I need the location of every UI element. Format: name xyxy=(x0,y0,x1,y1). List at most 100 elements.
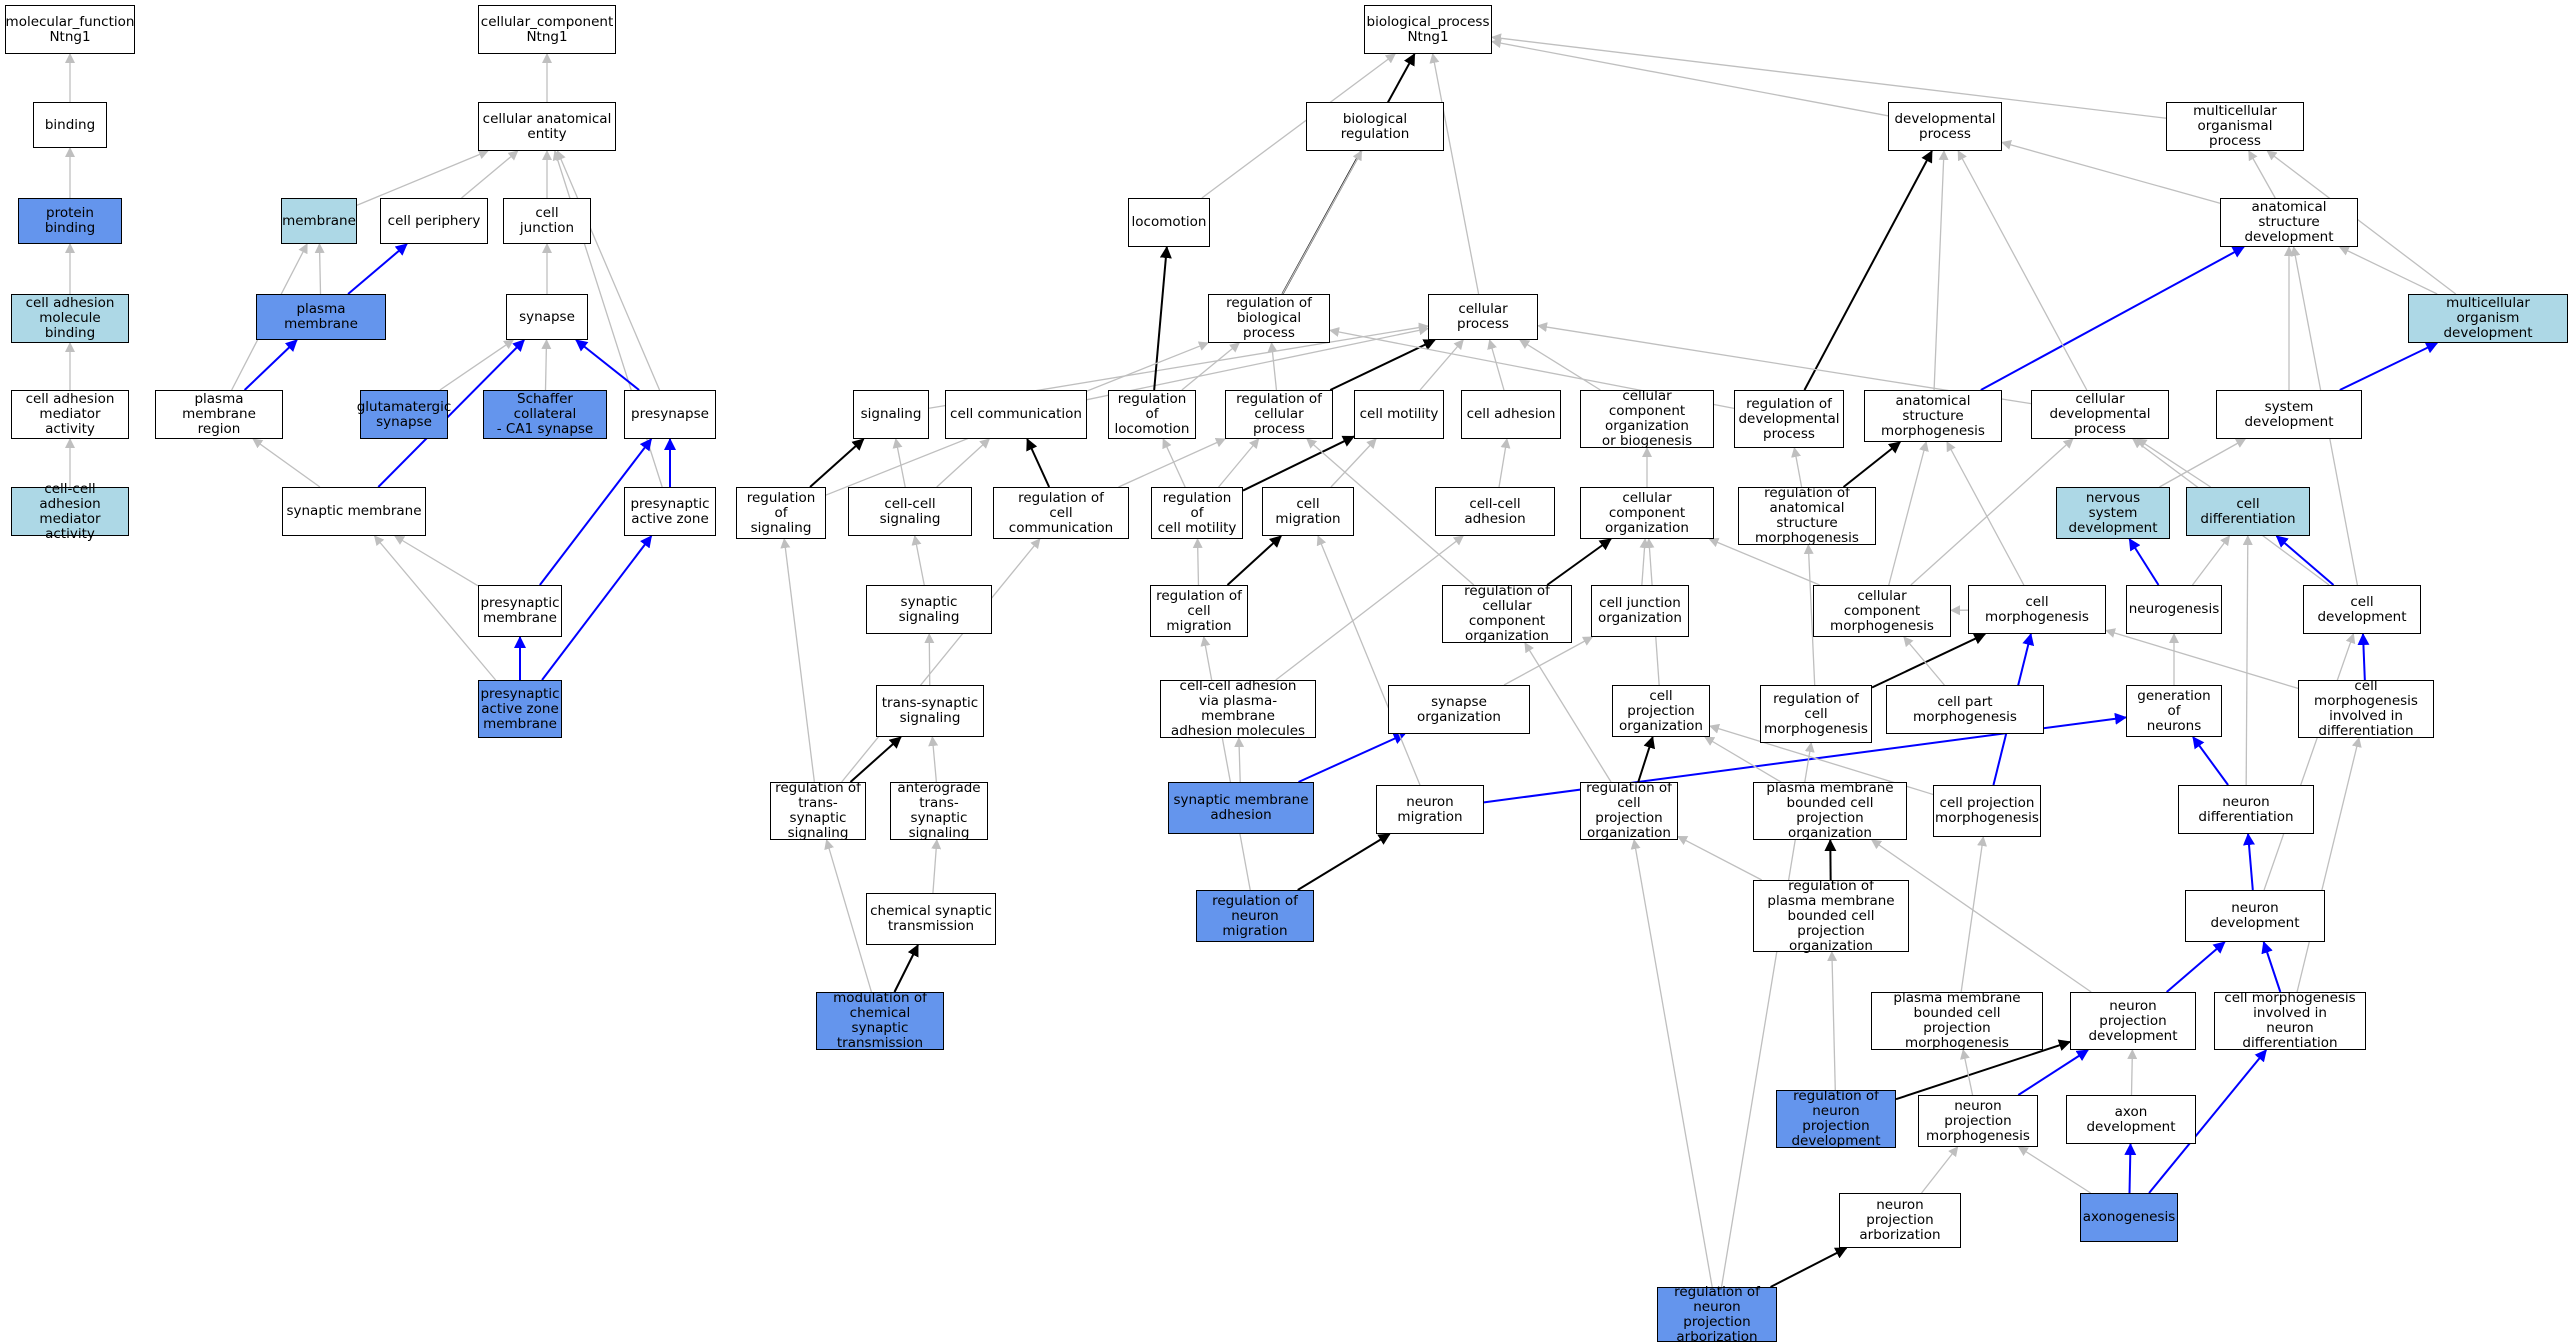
edge-presyn-to-synapse xyxy=(575,339,640,391)
go-term-node-signaling[interactable]: signaling xyxy=(853,390,929,439)
go-term-node-plasmem[interactable]: plasma membrane xyxy=(256,294,386,340)
go-term-node-cama[interactable]: cell adhesion mediator activity xyxy=(11,390,129,439)
go-term-node-cst[interactable]: chemical synaptic transmission xyxy=(866,893,996,945)
go-term-node-ccsig[interactable]: cell-cell signaling xyxy=(848,487,972,536)
go-term-node-synmem[interactable]: synaptic membrane xyxy=(282,487,426,536)
go-term-node-modcst[interactable]: modulation of chemical synaptic transmis… xyxy=(816,991,944,1051)
go-term-node-neurdiff[interactable]: neuron differentiation xyxy=(2178,785,2314,834)
go-term-node-presynmem[interactable]: presynaptic membrane xyxy=(478,585,562,637)
go-term-node-regloco[interactable]: regulation of locomotion xyxy=(1108,390,1196,439)
go-term-node-celladh[interactable]: cell adhesion xyxy=(1461,390,1561,439)
edge-ccadh-to-celladh xyxy=(1498,438,1511,488)
go-term-node-asd[interactable]: anatomical structure development xyxy=(2220,198,2358,247)
go-term-node-cc[interactable]: cellular_component Ntng1 xyxy=(478,5,616,54)
go-term-node-bioreg[interactable]: biological regulation xyxy=(1306,102,1444,151)
go-term-node-ccob[interactable]: cellular component organization or bioge… xyxy=(1580,389,1714,449)
go-term-node-pmbcpm[interactable]: plasma membrane bounded cell projection … xyxy=(1871,991,2043,1051)
edge-npd-to-neurdev xyxy=(2166,941,2226,993)
go-term-node-mod[interactable]: multicellular organism development xyxy=(2408,294,2568,343)
go-term-node-regcm[interactable]: regulation of cell motility xyxy=(1151,487,1243,539)
go-term-node-synsig[interactable]: synaptic signaling xyxy=(866,585,992,634)
go-term-node-neurdev[interactable]: neuron development xyxy=(2185,890,2325,942)
go-term-node-cellmorph[interactable]: cell morphogenesis xyxy=(1968,585,2106,634)
go-term-node-regpmbcpo[interactable]: regulation of plasma membrane bounded ce… xyxy=(1753,878,1909,953)
go-term-node-mf[interactable]: molecular_function Ntng1 xyxy=(5,5,135,54)
go-term-node-multiproc[interactable]: multicellular organismal process xyxy=(2166,102,2304,151)
edge-npm-to-npd xyxy=(2017,1049,2089,1096)
go-term-node-asm[interactable]: anatomical structure morphogenesis xyxy=(1864,390,2002,442)
go-term-node-celldiff[interactable]: cell differentiation xyxy=(2186,487,2310,536)
edge-sma-to-ccapm xyxy=(1234,737,1245,783)
go-term-node-sma[interactable]: synaptic membrane adhesion xyxy=(1168,782,1314,834)
go-term-node-regcp[interactable]: regulation of cellular process xyxy=(1225,390,1333,439)
go-term-node-regdev[interactable]: regulation of developmental process xyxy=(1734,390,1844,448)
go-term-node-cmind[interactable]: cell morphogenesis involved in neuron di… xyxy=(2214,991,2366,1051)
go-term-node-ccapm[interactable]: cell-cell adhesion via plasma-membrane a… xyxy=(1160,679,1316,739)
go-term-node-nsd[interactable]: nervous system development xyxy=(2056,487,2170,539)
go-term-node-cae[interactable]: cellular anatomical entity xyxy=(478,102,616,151)
go-term-node-pazm[interactable]: presynaptic active zone membrane xyxy=(478,680,562,738)
go-term-node-cellper[interactable]: cell periphery xyxy=(380,198,488,244)
go-term-node-devproc[interactable]: developmental process xyxy=(1888,102,2002,151)
go-term-node-cpm[interactable]: cell part morphogenesis xyxy=(1886,685,2044,734)
go-term-node-locomotion[interactable]: locomotion xyxy=(1128,198,1210,247)
go-term-node-synorg[interactable]: synapse organization xyxy=(1388,685,1530,734)
go-term-node-celldev[interactable]: cell development xyxy=(2303,585,2421,634)
go-term-node-celldevproc[interactable]: cellular developmental process xyxy=(2031,390,2169,439)
go-term-node-rbp[interactable]: regulation of biological process xyxy=(1208,294,1330,343)
go-term-node-regcmorph[interactable]: regulation of cell morphogenesis xyxy=(1760,685,1872,743)
go-term-node-regcpo[interactable]: regulation of cell projection organizati… xyxy=(1580,781,1678,841)
go-term-node-bp[interactable]: biological_process Ntng1 xyxy=(1364,5,1492,54)
go-term-node-ccadh[interactable]: cell-cell adhesion xyxy=(1435,487,1555,536)
go-term-node-cellproc[interactable]: cellular process xyxy=(1428,294,1538,340)
edge-ccsig-to-cellcomm xyxy=(936,438,990,488)
go-term-node-regnpa[interactable]: regulation of neuron projection arboriza… xyxy=(1657,1284,1777,1344)
go-term-node-cco[interactable]: cellular component organization xyxy=(1580,487,1714,539)
edge-membrane-to-cae xyxy=(356,149,489,206)
go-term-node-regtss[interactable]: regulation of trans-synaptic signaling xyxy=(770,781,866,841)
go-term-node-cpmorph[interactable]: cell projection morphogenesis xyxy=(1933,785,2041,837)
go-term-node-regnm[interactable]: regulation of neuron migration xyxy=(1196,890,1314,942)
go-term-node-schaffer[interactable]: Schaffer collateral - CA1 synapse xyxy=(483,390,607,439)
go-term-node-regasm[interactable]: regulation of anatomical structure morph… xyxy=(1738,486,1876,546)
edge-regloco-to-locomotion xyxy=(1153,246,1172,391)
go-term-node-npm[interactable]: neuron projection morphogenesis xyxy=(1918,1095,2038,1147)
go-term-node-npa[interactable]: neuron projection arborization xyxy=(1839,1193,1961,1248)
go-term-node-camb[interactable]: cell adhesion molecule binding xyxy=(11,294,129,343)
go-term-node-presyn[interactable]: presynapse xyxy=(624,390,716,439)
go-term-node-pmr[interactable]: plasma membrane region xyxy=(155,390,283,439)
go-term-node-protbind[interactable]: protein binding xyxy=(18,198,122,244)
go-term-node-paz[interactable]: presynaptic active zone xyxy=(624,487,716,536)
go-term-node-cmid[interactable]: cell morphogenesis involved in different… xyxy=(2298,679,2434,739)
go-term-node-tss[interactable]: trans-synaptic signaling xyxy=(876,685,984,737)
go-term-node-celljunc[interactable]: cell junction xyxy=(503,198,591,244)
go-term-node-genneur[interactable]: generation of neurons xyxy=(2126,685,2222,737)
go-term-node-binding[interactable]: binding xyxy=(33,102,107,148)
go-term-node-axonogen[interactable]: axonogenesis xyxy=(2080,1193,2178,1242)
go-term-node-cellmot[interactable]: cell motility xyxy=(1354,390,1444,439)
go-term-node-neurmig[interactable]: neuron migration xyxy=(1376,785,1484,834)
go-term-node-ats[interactable]: anterograde trans-synaptic signaling xyxy=(890,781,988,841)
go-term-node-synapse[interactable]: synapse xyxy=(506,294,588,340)
go-term-node-ccama[interactable]: cell-cell adhesion mediator activity xyxy=(11,481,129,541)
edge-rbp-to-bioreg xyxy=(1281,150,1363,295)
go-term-node-axondev[interactable]: axon development xyxy=(2066,1095,2196,1144)
go-term-node-cellmig[interactable]: cell migration xyxy=(1262,487,1354,536)
go-term-node-cjo[interactable]: cell junction organization xyxy=(1591,585,1689,637)
go-term-node-ccm[interactable]: cellular component morphogenesis xyxy=(1813,585,1951,637)
go-term-node-cellcomm[interactable]: cell communication xyxy=(945,390,1087,439)
edge-celldev-to-celldiff xyxy=(2275,535,2335,586)
go-term-node-cpo[interactable]: cell projection organization xyxy=(1612,685,1710,737)
go-term-node-regcmig[interactable]: regulation of cell migration xyxy=(1150,585,1248,637)
go-term-node-membrane[interactable]: membrane xyxy=(281,198,357,244)
go-term-node-regcco[interactable]: regulation of cellular component organiz… xyxy=(1442,584,1572,644)
go-term-node-npd[interactable]: neuron projection development xyxy=(2070,992,2196,1050)
go-term-node-glut[interactable]: glutamatergic synapse xyxy=(357,390,451,439)
go-term-node-regnpd[interactable]: regulation of neuron projection developm… xyxy=(1776,1089,1896,1149)
go-term-node-regcc[interactable]: regulation of cell communication xyxy=(993,487,1129,539)
go-term-node-neurogen[interactable]: neurogenesis xyxy=(2126,585,2222,634)
go-term-node-pmbcpo[interactable]: plasma membrane bounded cell projection … xyxy=(1753,781,1907,841)
go-term-node-sysdev[interactable]: system development xyxy=(2216,390,2362,439)
edge-axonogen-to-axondev xyxy=(2124,1143,2137,1194)
go-term-node-regsig[interactable]: regulation of signaling xyxy=(736,487,826,539)
